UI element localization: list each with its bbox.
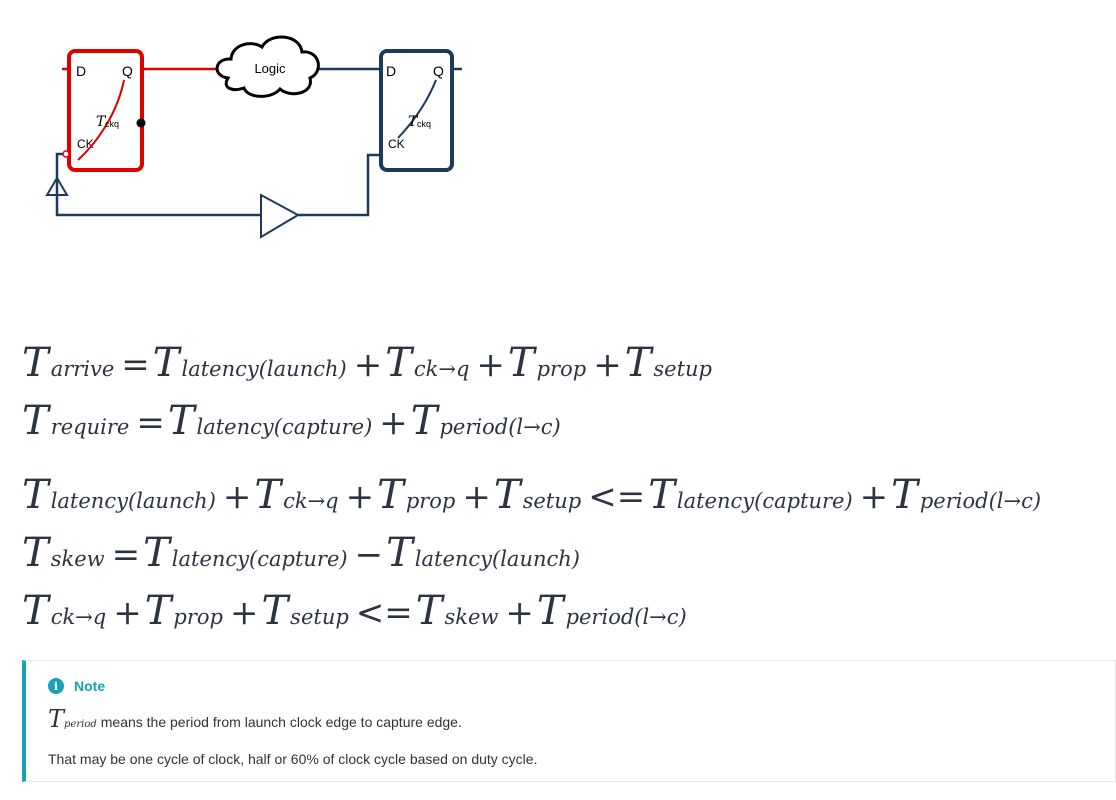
eq-symbol: T	[410, 398, 438, 444]
eq-subscript: period(l→c)	[565, 605, 687, 629]
eq-subscript: setup	[522, 489, 582, 513]
eq-subscript: prop	[405, 489, 456, 513]
eq-subscript: period(l→c)	[439, 415, 561, 439]
equation-require: Trequire=Tlatency(capture)+Tperiod(l→c)	[22, 398, 565, 444]
eq-operator: +	[462, 477, 491, 517]
eq-symbol: T	[22, 530, 49, 576]
capture-tckq-t: T	[408, 114, 419, 130]
equation-setup-skew: Tck→q+Tprop+Tsetup<=Tskew+Tperiod(l→c)	[22, 588, 691, 634]
eq-symbol: T	[536, 588, 564, 634]
equation-setup-check: Tlatency(launch)+Tck→q+Tprop+Tsetup<=Tla…	[22, 472, 1045, 518]
logic-cloud	[215, 35, 320, 98]
launch-ck-label: CK	[77, 137, 94, 151]
launch-tckq-arc	[77, 79, 125, 161]
note-line-2: That may be one cycle of clock, half or …	[48, 751, 537, 767]
eq-operator: +	[505, 593, 534, 633]
launch-clock-bubble	[62, 150, 70, 158]
eq-subscript: latency(capture)	[196, 415, 373, 439]
equation-skew: Tskew=Tlatency(capture)−Tlatency(launch)	[22, 530, 584, 576]
eq-subscript: prop	[173, 605, 223, 629]
eq-operator: <=	[588, 477, 646, 517]
note-line-1-sub: period	[64, 719, 97, 730]
eq-subscript: latency(launch)	[414, 547, 580, 571]
eq-operator: <=	[355, 593, 413, 633]
eq-symbol: T	[624, 340, 652, 386]
eq-subscript: require	[50, 415, 130, 439]
eq-symbol: T	[507, 340, 535, 386]
logic-label: Logic	[254, 61, 286, 76]
eq-symbol: T	[385, 340, 412, 386]
launch-tckq-sub: ckq	[105, 119, 119, 129]
capture-tckq-sub: ckq	[417, 119, 431, 129]
eq-subscript: skew	[50, 547, 105, 571]
eq-subscript: ck→q	[413, 357, 470, 381]
note-header: i Note	[48, 678, 105, 694]
clock-buffer	[260, 193, 301, 239]
launch-tckq-t: T	[96, 114, 107, 130]
eq-subscript: arrive	[50, 357, 115, 381]
eq-operator: +	[859, 477, 889, 517]
capture-tckq-arc	[397, 79, 437, 139]
eq-symbol: T	[386, 530, 413, 576]
eq-operator: +	[345, 477, 375, 517]
eq-symbol: T	[648, 472, 675, 518]
eq-symbol: T	[144, 588, 172, 634]
eq-symbol: T	[143, 530, 170, 576]
eq-subscript: latency(capture)	[171, 547, 348, 571]
eq-subscript: ck→q	[50, 605, 107, 629]
eq-symbol: T	[22, 472, 49, 518]
capture-q-label: Q	[433, 63, 444, 79]
eq-symbol: T	[152, 340, 180, 386]
note-line-1-text: means the period from launch clock edge …	[100, 714, 462, 730]
eq-operator: +	[229, 593, 259, 633]
eq-symbol: T	[22, 398, 49, 444]
eq-symbol: T	[22, 588, 49, 634]
launch-q-label: Q	[122, 63, 133, 79]
eq-subscript: setup	[653, 357, 712, 381]
note-line-1-T: T	[48, 705, 65, 733]
clock-wires	[55, 152, 380, 217]
eq-subscript: skew	[444, 605, 499, 629]
note-line-2-text: That may be one cycle of clock, half or …	[48, 751, 538, 767]
eq-subscript: ck→q	[283, 489, 339, 513]
eq-symbol: T	[261, 588, 289, 634]
launch-d-label: D	[76, 63, 86, 79]
clock-source-triangle	[45, 176, 69, 196]
capture-flip-flop	[379, 49, 454, 172]
capture-ck-label: CK	[388, 137, 405, 151]
eq-subscript: setup	[290, 605, 349, 629]
eq-subscript: prop	[536, 357, 587, 381]
eq-symbol: T	[493, 472, 521, 518]
eq-operator: +	[113, 593, 142, 633]
eq-operator: +	[593, 345, 622, 385]
eq-subscript: latency(capture)	[676, 489, 853, 513]
eq-subscript: latency(launch)	[50, 489, 216, 513]
launch-output-dot	[136, 118, 146, 128]
eq-symbol: T	[167, 398, 195, 444]
eq-symbol: T	[22, 340, 49, 386]
eq-operator: +	[353, 345, 383, 385]
eq-subscript: latency(launch)	[181, 357, 347, 381]
eq-operator: +	[476, 345, 505, 385]
eq-symbol: T	[415, 588, 443, 634]
eq-operator: +	[379, 403, 408, 443]
note-title: Note	[74, 678, 106, 694]
eq-subscript: period(l→c)	[919, 489, 1042, 513]
eq-operator: =	[136, 403, 165, 443]
info-icon: i	[48, 678, 64, 694]
eq-operator: +	[222, 477, 252, 517]
eq-symbol: T	[891, 472, 918, 518]
timing-path-diagram: Logic D Q CK T ckq D Q CK T ckq	[45, 35, 462, 239]
eq-operator: =	[111, 535, 141, 575]
eq-operator: −	[354, 535, 384, 575]
eq-symbol: T	[254, 472, 282, 518]
eq-operator: =	[121, 345, 150, 385]
capture-d-label: D	[386, 63, 396, 79]
equation-arrive: Tarrive=Tlatency(launch)+Tck→q+Tprop+Tse…	[22, 340, 716, 386]
eq-symbol: T	[377, 472, 404, 518]
